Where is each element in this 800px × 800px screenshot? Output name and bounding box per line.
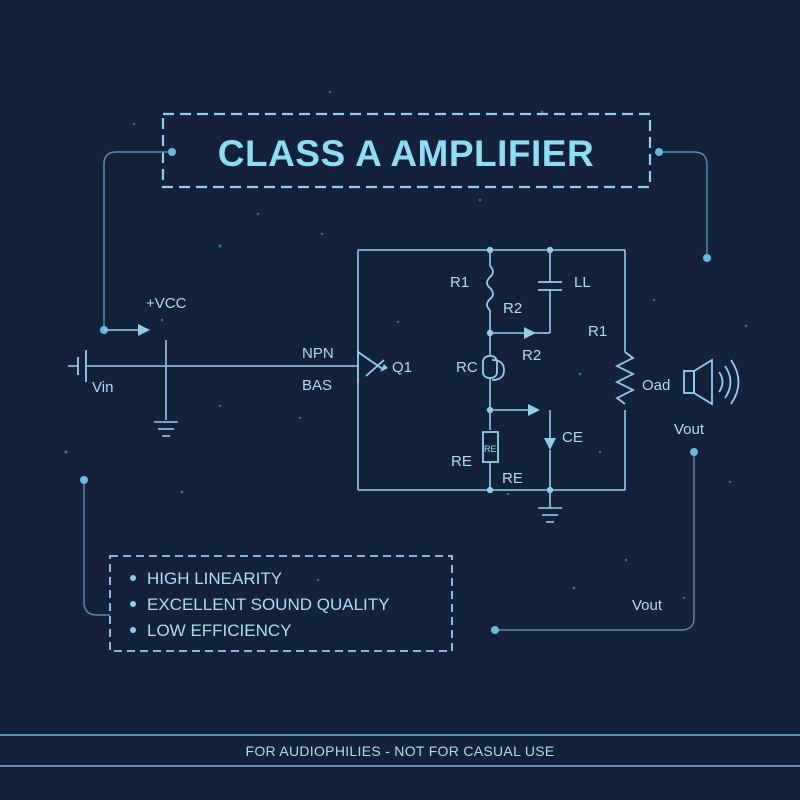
re-bottom-label: RE — [502, 470, 523, 487]
connector-lines — [83, 151, 708, 631]
features-frame — [109, 555, 453, 652]
re-small-label: RE — [484, 444, 497, 454]
vout-bottom-label: Vout — [632, 597, 663, 614]
re-left-label: RE — [451, 453, 472, 470]
npn-label: NPN — [302, 345, 334, 362]
footer-text: FOR AUDIOPHILIES - NOT FOR CASUAL USE — [245, 743, 554, 759]
vcc-label: +VCC — [146, 295, 187, 312]
bas-label: BAS — [302, 377, 332, 394]
connector-dot — [703, 254, 711, 262]
input-section: +VCC Vin NPN BAS — [68, 295, 358, 437]
ground-icon — [154, 421, 178, 437]
ce-label: CE — [562, 429, 583, 446]
features-list: HIGH LINEARITY EXCELLENT SOUND QUALITY L… — [130, 569, 389, 640]
load-label: Oad — [642, 377, 670, 394]
r1-right-label: R1 — [588, 323, 607, 340]
ground-icon — [538, 507, 562, 523]
resistor-icon: RE — [482, 431, 499, 463]
inductor-icon — [486, 265, 494, 311]
vout-right-label: Vout — [674, 421, 705, 438]
page-title: CLASS A AMPLIFIER — [218, 133, 594, 174]
feature-item: HIGH LINEARITY — [147, 569, 282, 588]
r2-top-label: R2 — [503, 300, 522, 317]
feature-item: EXCELLENT SOUND QUALITY — [147, 595, 389, 614]
connector-dot — [655, 148, 663, 156]
title-frame — [161, 112, 652, 189]
battery-icon — [77, 350, 87, 382]
connector-dot — [690, 448, 698, 456]
vin-label: Vin — [92, 379, 113, 396]
rc-label: RC — [456, 359, 478, 376]
resistor-icon — [482, 355, 505, 381]
amplifier-circuit: Q1 R1 R2 LL R2 RC CE — [357, 246, 636, 523]
r2-mid-label: R2 — [522, 347, 541, 364]
q1-label: Q1 — [392, 359, 412, 376]
speaker-icon — [683, 358, 740, 406]
background-stars — [64, 90, 748, 600]
capacitor-icon — [538, 281, 562, 291]
r1-left-label: R1 — [450, 274, 469, 291]
ll-label: LL — [574, 274, 591, 291]
connector-dot — [80, 476, 88, 484]
connector-dot — [168, 148, 176, 156]
transistor-icon — [357, 350, 388, 382]
feature-item: LOW EFFICIENCY — [147, 621, 292, 640]
connector-dot — [491, 626, 499, 634]
resistor-icon — [614, 351, 636, 405]
